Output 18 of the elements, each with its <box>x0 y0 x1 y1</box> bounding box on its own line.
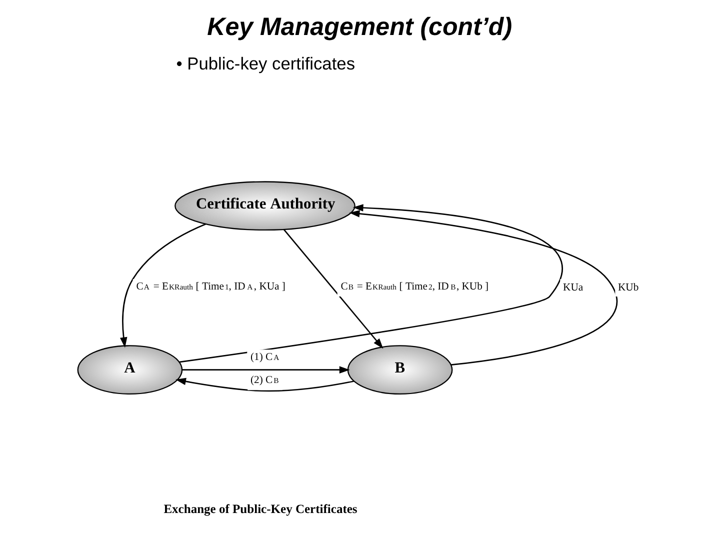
label: • Public-key certificates <box>176 53 356 74</box>
caption: Exchange of Public-Key Certificates <box>164 502 358 516</box>
edge-label: KUa <box>563 282 584 294</box>
edge-label: CB = EKRauth [ Time2, IDB, KUb ] <box>340 282 489 293</box>
node-ellipse: Certificate Authority <box>174 181 356 231</box>
arrow <box>349 210 618 366</box>
node-ellipse: A <box>77 345 183 395</box>
arrow <box>176 378 354 392</box>
edge-label: (1) CA <box>250 352 280 363</box>
edge-label: KUb <box>618 282 639 294</box>
arrow <box>120 224 206 348</box>
edge-label: CA = EKRauth [ Time1, IDA, KUa ] <box>136 282 286 293</box>
arrow <box>179 204 563 363</box>
arrow <box>182 366 350 374</box>
diagram-title: Key Management (cont’d) <box>207 12 512 41</box>
arrow <box>284 229 384 349</box>
edge-label: (2) CB <box>250 375 279 386</box>
node-ellipse: B <box>347 345 453 395</box>
